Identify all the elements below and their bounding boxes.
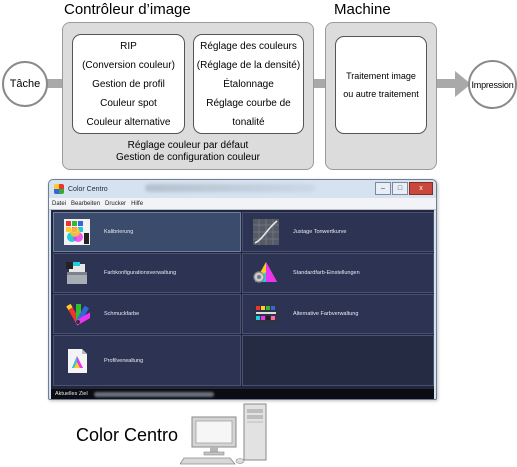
calibration-icon (64, 219, 90, 245)
tile-label: Standardfarb-Einstellungen (293, 270, 360, 276)
controller-title: Contrôleur d’image (64, 1, 191, 18)
tile-alternative-color[interactable]: Alternative Farbverwaltung (242, 294, 434, 334)
machine-process-box: Traitement image ou autre traitement (335, 36, 427, 134)
tile-tone-curve[interactable]: Justage Tonwertkurve (242, 212, 434, 252)
close-button[interactable]: x (409, 182, 433, 195)
computer-icon (180, 403, 267, 465)
alternative-color-icon (254, 304, 278, 324)
status-label: Aktuelles Ziel (55, 391, 88, 397)
blurred-title-region (145, 184, 315, 192)
color-adjust-line: tonalité (232, 116, 265, 128)
profile-icon (68, 348, 87, 373)
window-title: Color Centro (68, 185, 108, 193)
tile-label: Justage Tonwertkurve (293, 229, 347, 235)
color-adjust-line: Réglage des couleurs (200, 40, 297, 52)
controller-note-line: Réglage couleur par défaut (127, 140, 249, 151)
spot-color-icon (66, 303, 90, 326)
minimize-button[interactable]: – (375, 182, 391, 195)
blurred-status-value (93, 391, 214, 397)
function-tile-area: Kalibrierung Justage Tonwertkurve Farbko… (51, 210, 434, 389)
rip-box: RIP (Conversion couleur) Gestion de prof… (72, 34, 185, 134)
tone-curve-icon (253, 219, 279, 245)
rip-line: RIP (120, 40, 137, 52)
color-adjust-box: Réglage des couleurs (Réglage de la dens… (193, 34, 304, 134)
window-titlebar[interactable]: Color Centro – □ x (49, 180, 436, 198)
menu-hilfe[interactable]: Hilfe (131, 200, 144, 207)
rip-line: Couleur spot (100, 97, 157, 109)
controller-note-line: Gestion de configuration couleur (116, 152, 260, 163)
color-config-icon (66, 262, 87, 284)
tile-spot-color[interactable]: Schmuckfarbe (53, 294, 241, 334)
menu-datei[interactable]: Datei (52, 200, 67, 207)
menu-drucker[interactable]: Drucker (105, 200, 127, 207)
machine-title: Machine (334, 1, 391, 18)
rip-line: (Conversion couleur) (82, 59, 175, 71)
machine-line: ou autre traitement (343, 89, 419, 99)
job-node: Tâche (2, 61, 48, 107)
tile-calibration[interactable]: Kalibrierung (53, 212, 241, 252)
flow-arrow-icon (455, 71, 471, 97)
color-adjust-line: (Réglage de la densité) (196, 59, 301, 71)
tile-label: Schmuckfarbe (104, 311, 140, 317)
app-icon (54, 184, 64, 194)
tile-profile[interactable]: Profilverwaltung (53, 335, 241, 386)
color-adjust-line: Étalonnage (223, 78, 274, 90)
machine-line: Traitement image (346, 71, 416, 81)
default-color-icon (253, 262, 277, 283)
bottom-caption: Color Centro (76, 425, 179, 445)
color-centro-window: Color Centro – □ x Datei Bearbeiten Druc… (48, 179, 437, 400)
color-adjust-line: Réglage courbe de (206, 97, 291, 109)
status-bar: Aktuelles Ziel (51, 389, 434, 399)
menu-bar: Datei Bearbeiten Drucker Hilfe (49, 198, 436, 210)
tile-label: Alternative Farbverwaltung (293, 311, 359, 317)
rip-line: Gestion de profil (92, 78, 165, 90)
tile-label: Kalibrierung (104, 229, 134, 235)
print-node: Impression (468, 60, 517, 109)
empty-tile (242, 335, 434, 386)
rip-line: Couleur alternative (86, 116, 171, 128)
tile-label: Profilverwaltung (104, 357, 144, 364)
tile-color-config[interactable]: Farbkonfigurationsverwaltung (53, 253, 241, 293)
maximize-button[interactable]: □ (392, 182, 408, 195)
menu-bearbeiten[interactable]: Bearbeiten (71, 200, 101, 207)
tile-label: Farbkonfigurationsverwaltung (104, 270, 177, 276)
controller-note: Réglage couleur par défaut Gestion de co… (62, 140, 314, 164)
tile-default-color[interactable]: Standardfarb-Einstellungen (242, 253, 434, 293)
